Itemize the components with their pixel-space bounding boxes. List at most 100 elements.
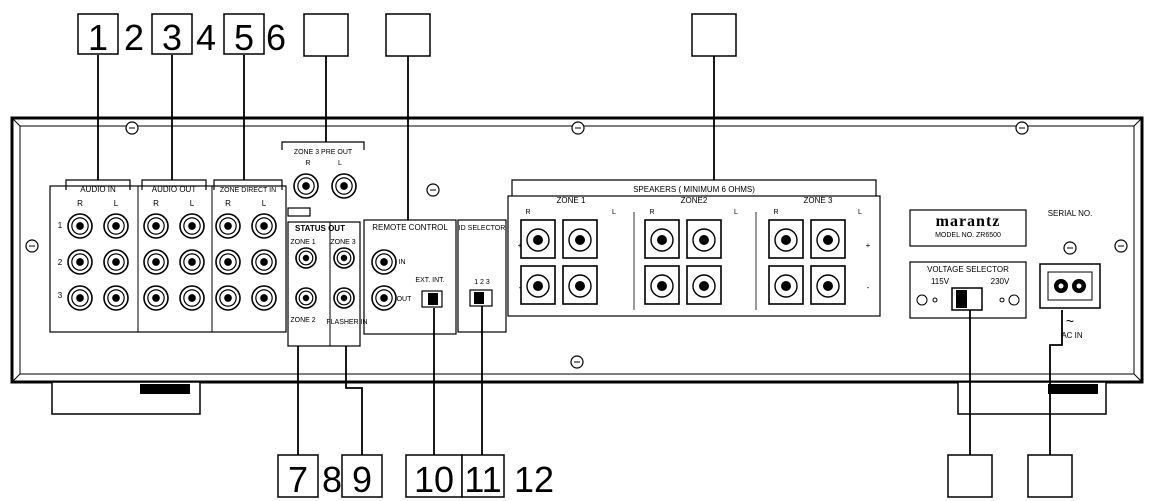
r-label: R (153, 199, 159, 208)
r-label: R (225, 199, 231, 208)
callout-9: 9 (352, 459, 372, 500)
speaker-terminal (562, 219, 598, 259)
rca-jack (67, 249, 93, 275)
model-plate: marantz MODEL NO. ZR6500 SERIAL NO. (909, 209, 1093, 247)
callout-box-blank (947, 454, 993, 498)
rca-jack (215, 213, 241, 239)
voltage-selector-label: VOLTAGE SELECTOR (927, 265, 1009, 274)
ac-tilde: ~ (1066, 313, 1074, 329)
voltage-selector-block: VOLTAGE SELECTOR 115V 230V (909, 261, 1027, 319)
out-label: OUT (397, 296, 413, 303)
minus-label: - (867, 283, 870, 292)
remote-control-label: REMOTE CONTROL (372, 223, 448, 232)
remote-control-block: REMOTE CONTROL IN OUT EXT. INT. (363, 219, 457, 335)
l-label: L (734, 209, 738, 216)
rca-jack (103, 213, 129, 239)
r-label: R (525, 209, 530, 216)
top-callouts: 1 2 3 4 5 6 (77, 13, 737, 58)
rca-jack (103, 249, 129, 275)
rca-jack (179, 249, 205, 275)
audio-out-label: AUDIO OUT (152, 185, 197, 194)
speaker-terminal (562, 265, 598, 305)
callout-3: 3 (162, 17, 182, 58)
callout-8: 8 (322, 459, 342, 500)
zone3-pre-out-label: ZONE 3 PRE OUT (294, 149, 353, 156)
l-label: L (262, 199, 267, 208)
leader-lines (97, 55, 1063, 455)
rca-jack (295, 287, 317, 309)
callout-4: 4 (196, 17, 216, 58)
ac-in-label: AC IN (1061, 331, 1083, 340)
rca-jack (251, 285, 277, 311)
flasher-label: FLASHER IN (326, 319, 367, 326)
audio-in-label: AUDIO IN (80, 185, 116, 194)
rca-jack (295, 247, 317, 269)
zone2-label: ZONE2 (681, 196, 708, 205)
row-2-label: 2 (58, 258, 63, 267)
l-label: L (190, 199, 195, 208)
l-label: L (612, 209, 616, 216)
zone3-label: ZONE 3 (804, 196, 833, 205)
v115-label: 115V (931, 277, 950, 286)
callout-1: 1 (88, 17, 108, 58)
l-label: L (114, 199, 119, 208)
rca-jack (103, 285, 129, 311)
r-label: R (77, 199, 83, 208)
speaker-terminals (520, 219, 846, 305)
ext-int-label: EXT. INT. (415, 277, 444, 284)
zone3-small-label: ZONE 3 (330, 239, 355, 246)
callout-5: 5 (234, 17, 254, 58)
row-3-label: 3 (58, 291, 63, 300)
in-label: IN (399, 259, 406, 266)
model-label: MODEL NO. ZR6500 (935, 232, 1001, 239)
rca-jack (179, 213, 205, 239)
rca-jacks (67, 173, 397, 311)
status-out-label: STATUS OUT (295, 224, 345, 233)
speakers-block: SPEAKERS ( MINIMUM 6 OHMS) ZONE 1 ZONE2 … (507, 179, 881, 317)
callout-box-blank (385, 13, 431, 57)
speaker-terminal (644, 219, 680, 259)
plus-label: + (866, 241, 871, 250)
rca-jack (215, 285, 241, 311)
row-1-label: 1 (58, 221, 63, 230)
ac-inlet: ~ AC IN (1039, 263, 1101, 340)
rca-jack (67, 213, 93, 239)
zone2-small-label: ZONE 2 (290, 317, 315, 324)
serial-label: SERIAL NO. (1048, 209, 1093, 218)
rca-jack (179, 285, 205, 311)
r-label: R (649, 209, 654, 216)
id-selector-block: ID SELECTOR 1 2 3 (457, 219, 507, 333)
callout-12: 12 (514, 459, 554, 500)
speaker-terminal (644, 265, 680, 305)
plus-label: + (518, 241, 523, 250)
speaker-terminal (520, 219, 556, 259)
rca-jack (143, 285, 169, 311)
speaker-terminal (768, 265, 804, 305)
rca-jack (371, 285, 397, 311)
zone3-pre-out-block: ZONE 3 PRE OUT R L (281, 141, 365, 217)
chassis (10, 116, 1144, 384)
rca-jack (333, 247, 355, 269)
status-out-block: STATUS OUT ZONE 1 ZONE 3 ZONE 2 FLASHER … (287, 221, 368, 347)
callout-box-blank (691, 13, 737, 57)
id-positions-label: 1 2 3 (474, 279, 490, 286)
zone1-small-label: ZONE 1 (290, 239, 315, 246)
l-label: L (338, 160, 342, 167)
speaker-terminal (686, 219, 722, 259)
callout-box-blank (1027, 454, 1073, 498)
bottom-callouts: 7 8 9 10 11 12 (277, 454, 1073, 500)
rca-jack (143, 249, 169, 275)
callout-7: 7 (288, 459, 308, 500)
rca-jack (251, 249, 277, 275)
speaker-terminal (768, 219, 804, 259)
id-selector-label: ID SELECTOR (459, 225, 506, 232)
rca-jack (67, 285, 93, 311)
r-label: R (305, 160, 310, 167)
rca-jack (331, 173, 357, 199)
callout-10: 10 (414, 459, 454, 500)
v230-label: 230V (991, 277, 1010, 286)
rca-jack (251, 213, 277, 239)
callout-box-blank (303, 13, 349, 57)
zone-direct-in-label: ZONE DIRECT IN (220, 187, 276, 194)
